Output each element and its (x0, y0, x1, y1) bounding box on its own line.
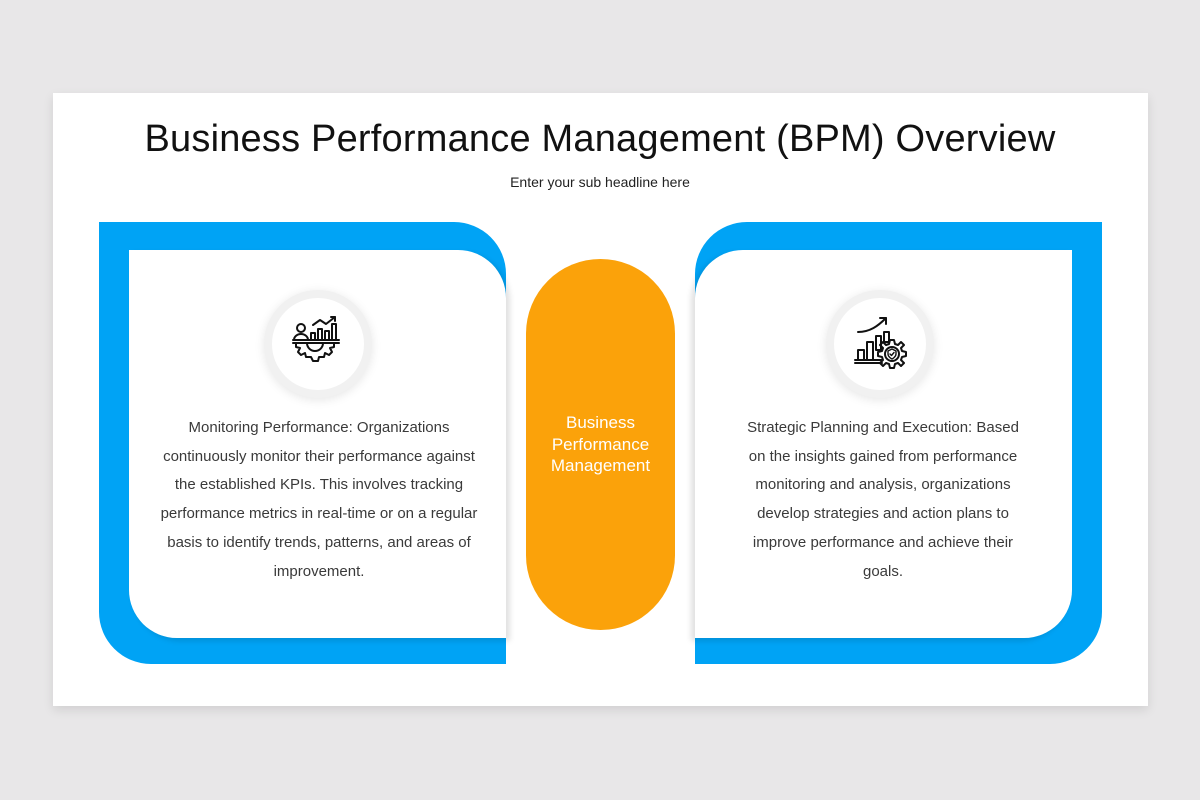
center-bpm-pill: Business Performance Management (526, 259, 675, 630)
slide-title: Business Performance Management (BPM) Ov… (144, 118, 1056, 160)
slide-subtitle: Enter your sub headline here (510, 174, 690, 190)
center-bpm-label: Business Performance Management (550, 413, 651, 476)
strategic-growth-chart-gear-shield-icon (852, 314, 908, 375)
performance-monitoring-gear-chart-icon (291, 315, 345, 374)
monitoring-performance-text: Monitoring Performance: Organizations co… (160, 419, 478, 580)
right-icon-badge (834, 298, 926, 390)
strategic-planning-text: Strategic Planning and Execution: Based … (747, 419, 1019, 580)
left-icon-badge (272, 298, 364, 390)
